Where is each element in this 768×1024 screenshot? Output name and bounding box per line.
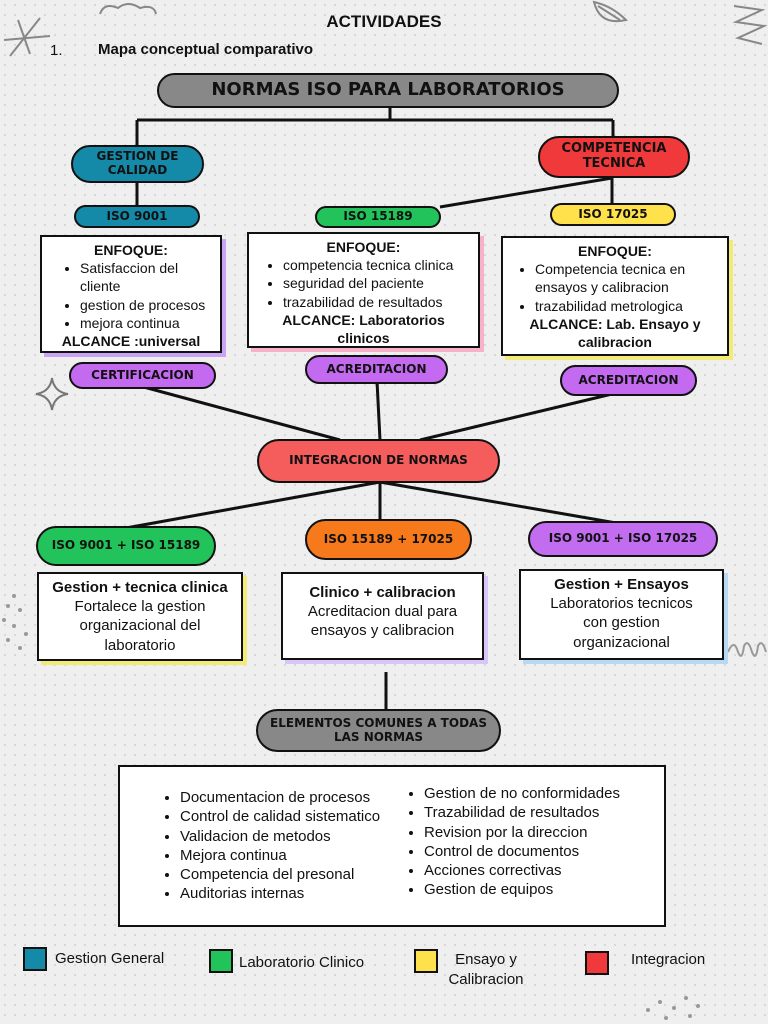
norm-iso15189-card: ENFOQUE: competencia tecnica clinica seg…: [247, 232, 480, 348]
combo-description: Laboratorios tecnicos con gestion organi…: [550, 595, 693, 651]
page-subtitle: Mapa conceptual comparativo: [98, 41, 314, 58]
common-list-right: Gestion de no conformidades Trazabilidad…: [404, 784, 620, 900]
combo-9001-17025-node: ISO 9001 + ISO 17025: [528, 521, 718, 557]
integration-node: INTEGRACION DE NORMAS: [257, 439, 500, 483]
cloud-doodle-icon: [99, 3, 157, 15]
alcance-label: ALCANCE: Lab. Ensayo y calibracion: [529, 315, 701, 350]
legend-label-gestion: Gestion General: [55, 950, 165, 967]
alcance-label: ALCANCE: Laboratorios clinicos: [282, 311, 445, 346]
enfoque-heading: ENFOQUE:: [94, 242, 168, 258]
combo-title: Clinico + calibracion: [309, 584, 456, 601]
list-item: Control de calidad sistematico: [180, 807, 380, 826]
zigzag-doodle-icon: [732, 5, 768, 45]
legend-label-ensayo: Ensayo y Calibracion: [448, 951, 524, 988]
enfoque-heading: ENFOQUE:: [578, 243, 652, 259]
common-list-left: Documentacion de procesos Control de cal…: [160, 788, 380, 904]
combo-9001-17025-card: Gestion + Ensayos Laboratorios tecnicos …: [519, 569, 724, 660]
list-item: trazabilidad metrologica: [535, 297, 719, 315]
item-number: 1.: [50, 42, 63, 59]
enfoque-heading: ENFOQUE:: [326, 239, 401, 255]
legend-label-clinico: Laboratorio Clinico: [239, 954, 365, 971]
combo-15189-17025-card: Clinico + calibracion Acreditacion dual …: [281, 572, 484, 660]
list-item: Revision por la direccion: [424, 823, 620, 842]
badge-certificacion: CERTIFICACION: [69, 362, 216, 389]
category-competencia-node: COMPETENCIA TECNICA: [538, 136, 690, 178]
norm-iso9001-card: ENFOQUE: Satisfaccion del cliente gestio…: [40, 235, 222, 353]
list-item: seguridad del paciente: [283, 274, 470, 292]
list-item: competencia tecnica clinica: [283, 256, 470, 274]
legend-swatch-gestion: [23, 947, 47, 971]
badge-acreditacion-15189: ACREDITACION: [305, 355, 448, 384]
list-item: gestion de procesos: [80, 296, 212, 314]
list-item: Competencia del presonal: [180, 865, 380, 884]
list-item: Auditorias internas: [180, 884, 380, 903]
legend-swatch-ensayo: [414, 949, 438, 973]
list-item: trazabilidad de resultados: [283, 293, 470, 311]
legend-swatch-integracion: [585, 951, 609, 975]
combo-15189-17025-node: ISO 15189 + 17025: [305, 519, 472, 560]
star-doodle-icon: [35, 377, 69, 411]
list-item: mejora continua: [80, 314, 212, 332]
combo-9001-15189-node: ISO 9001 + ISO 15189: [36, 526, 216, 566]
list-item: Trazabilidad de resultados: [424, 803, 620, 822]
list-item: Gestion de equipos: [424, 880, 620, 899]
connector-line: [419, 392, 613, 442]
common-elements-node: ELEMENTOS COMUNES A TODAS LAS NORMAS: [256, 709, 501, 752]
list-item: Validacion de metodos: [180, 827, 380, 846]
list-item: Satisfaccion del cliente: [80, 259, 212, 295]
norm-iso17025-card: ENFOQUE: Competencia tecnica en ensayos …: [501, 236, 729, 356]
dots-doodle-icon: [646, 996, 700, 1020]
list-item: Mejora continua: [180, 846, 380, 865]
combo-title: Gestion + tecnica clinica: [52, 579, 228, 596]
alcance-label: ALCANCE :universal: [61, 332, 201, 349]
connector-line: [139, 384, 341, 442]
loops-doodle-icon: [727, 642, 767, 657]
norm-iso15189-node: ISO 15189: [315, 206, 441, 228]
page-title: ACTIVIDADES: [326, 12, 442, 31]
norm-iso9001-node: ISO 9001: [74, 205, 200, 228]
main-title-node: NORMAS ISO PARA LABORATORIOS: [157, 73, 619, 108]
badge-acreditacion-17025: ACREDITACION: [560, 365, 697, 396]
legend-swatch-clinico: [209, 949, 233, 973]
combo-9001-15189-card: Gestion + tecnica clinica Fortalece la g…: [37, 572, 243, 661]
list-item: Competencia tecnica en ensayos y calibra…: [535, 260, 719, 296]
category-gestion-node: GESTION DE CALIDAD: [71, 145, 204, 183]
sparkle-doodle-icon: [3, 17, 51, 57]
common-elements-box: Documentacion de procesos Control de cal…: [118, 765, 666, 927]
connector-line: [375, 380, 382, 441]
combo-description: Fortalece la gestion organizacional del …: [74, 598, 206, 654]
connector-line: [439, 176, 613, 209]
combo-description: Acreditacion dual para ensayos y calibra…: [307, 603, 458, 640]
list-item: Documentacion de procesos: [180, 788, 380, 807]
list-item: Control de documentos: [424, 842, 620, 861]
combo-title: Gestion + Ensayos: [554, 576, 689, 593]
norm-iso17025-node: ISO 17025: [550, 203, 676, 226]
legend-label-integracion: Integracion: [631, 951, 706, 968]
list-item: Gestion de no conformidades: [424, 784, 620, 803]
connector-line: [379, 480, 623, 526]
leaf-doodle-icon: [592, 0, 628, 23]
connector-line: [125, 480, 381, 530]
list-item: Acciones correctivas: [424, 861, 620, 880]
dots-doodle-icon: [2, 594, 28, 650]
